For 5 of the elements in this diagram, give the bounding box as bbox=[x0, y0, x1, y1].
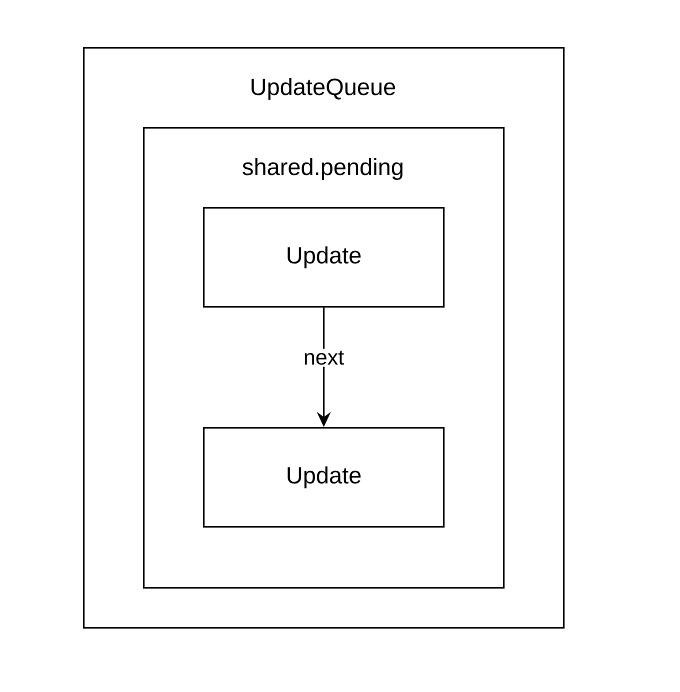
container-title: shared.pending bbox=[242, 158, 402, 180]
process-box: Update bbox=[203, 427, 445, 528]
container-title: UpdateQueue bbox=[252, 78, 396, 100]
edge-label: next bbox=[301, 348, 346, 367]
process-box: Update bbox=[203, 207, 445, 308]
